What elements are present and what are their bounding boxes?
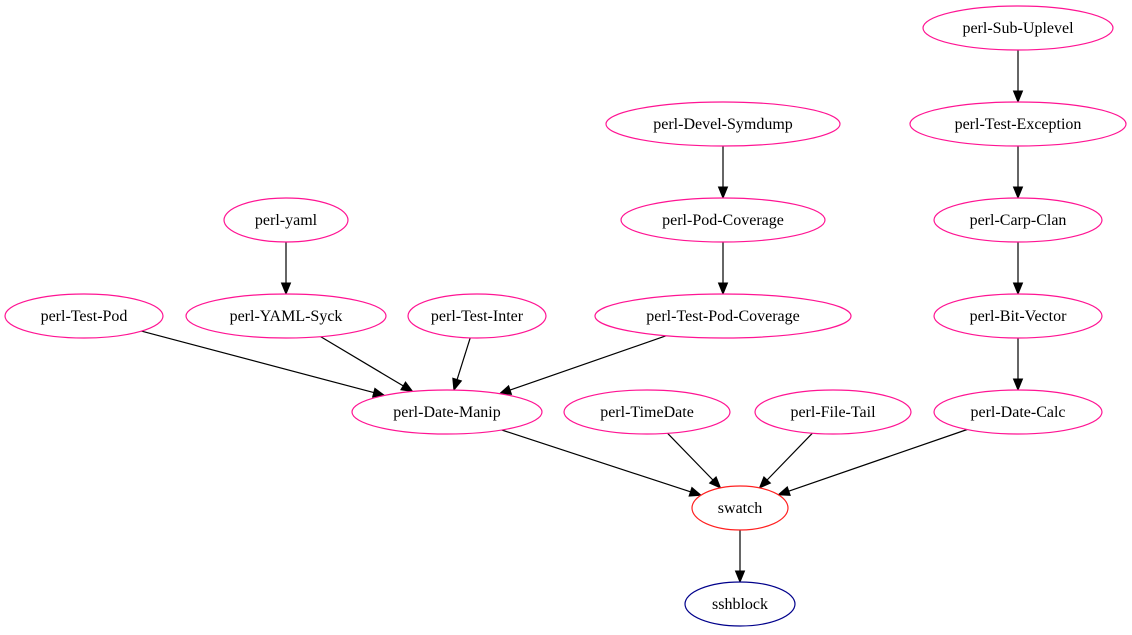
arrowhead — [1012, 90, 1024, 104]
node-label: perl-TimeDate — [600, 404, 694, 421]
arrowhead — [688, 486, 703, 497]
node-label: perl-Sub-Uplevel — [962, 20, 1074, 37]
arrowhead — [717, 186, 729, 200]
node-label: perl-Pod-Coverage — [662, 212, 784, 229]
node-ellipse — [563, 389, 731, 435]
edge-perl-timedate-to-swatch — [667, 432, 722, 489]
node-perl-test-exception: perl-Test-Exception — [909, 101, 1127, 147]
arrowhead — [1012, 378, 1024, 392]
node-label: perl-Test-Pod — [41, 308, 128, 325]
node-ellipse — [933, 293, 1103, 339]
node-ellipse — [754, 389, 912, 435]
edge-perl-yaml-to-perl-yaml-syck — [280, 242, 292, 296]
node-perl-timedate: perl-TimeDate — [563, 389, 731, 435]
node-ellipse — [933, 197, 1103, 243]
node-label: perl-Bit-Vector — [970, 308, 1068, 325]
arrowhead — [777, 486, 791, 496]
edge-line — [456, 337, 471, 380]
edge-perl-test-pod-coverage-to-perl-date-manip — [498, 335, 667, 395]
arrowhead — [708, 476, 722, 489]
edge-perl-yaml-syck-to-perl-date-manip — [320, 336, 414, 393]
node-label: perl-Test-Inter — [431, 308, 524, 325]
edge-perl-sub-uplevel-to-perl-test-exception — [1012, 50, 1024, 104]
node-label: perl-Test-Exception — [955, 116, 1082, 133]
edges-layer — [141, 50, 1024, 584]
node-label: perl-Test-Pod-Coverage — [646, 308, 800, 325]
node-label: perl-YAML-Syck — [230, 308, 343, 325]
nodes-layer: perl-Sub-Uplevel perl-Test-Exception perl-… — [4, 5, 1127, 627]
node-swatch: swatch — [691, 485, 789, 531]
edge-perl-bit-vector-to-perl-date-calc — [1012, 338, 1024, 392]
node-perl-date-calc: perl-Date-Calc — [933, 389, 1103, 435]
edge-line — [788, 428, 968, 492]
node-perl-test-pod-coverage: perl-Test-Pod-Coverage — [594, 293, 852, 339]
node-sshblock: sshblock — [684, 581, 796, 627]
arrowhead — [400, 381, 414, 393]
edge-line — [509, 335, 667, 391]
node-ellipse — [407, 293, 547, 339]
edge-line — [766, 432, 813, 481]
node-ellipse — [605, 101, 841, 147]
arrowhead — [498, 384, 513, 395]
node-perl-bit-vector: perl-Bit-Vector — [933, 293, 1103, 339]
node-label: sshblock — [712, 596, 768, 613]
edge-line — [141, 330, 374, 394]
node-perl-test-inter: perl-Test-Inter — [407, 293, 547, 339]
arrowhead — [717, 282, 729, 296]
edge-perl-date-calc-to-swatch — [777, 428, 968, 496]
node-ellipse — [909, 101, 1127, 147]
edge-line — [501, 429, 691, 493]
node-label: perl-Carp-Clan — [970, 212, 1067, 229]
arrowhead — [734, 570, 746, 584]
node-ellipse — [691, 485, 789, 531]
edge-perl-file-tail-to-swatch — [758, 432, 813, 489]
edge-line — [320, 336, 404, 387]
arrowhead — [1012, 186, 1024, 200]
arrowhead — [452, 377, 463, 392]
edge-line — [667, 432, 714, 481]
edge-perl-test-exception-to-perl-carp-clan — [1012, 146, 1024, 200]
edge-perl-date-manip-to-swatch — [501, 429, 703, 497]
node-ellipse — [620, 197, 826, 243]
arrowhead — [1012, 282, 1024, 296]
node-label: perl-yaml — [255, 212, 318, 229]
node-label: perl-Date-Calc — [970, 404, 1065, 421]
node-ellipse — [922, 5, 1114, 51]
edge-perl-carp-clan-to-perl-bit-vector — [1012, 242, 1024, 296]
node-perl-devel-symdump: perl-Devel-Symdump — [605, 101, 841, 147]
node-perl-file-tail: perl-File-Tail — [754, 389, 912, 435]
node-perl-yaml-syck: perl-YAML-Syck — [185, 293, 387, 339]
node-ellipse — [351, 389, 543, 435]
edge-perl-pod-coverage-to-perl-test-pod-coverage — [717, 242, 729, 296]
arrowhead — [758, 476, 772, 489]
node-perl-yaml: perl-yaml — [223, 197, 349, 243]
edge-perl-test-inter-to-perl-date-manip — [452, 337, 471, 392]
node-perl-carp-clan: perl-Carp-Clan — [933, 197, 1103, 243]
node-perl-pod-coverage: perl-Pod-Coverage — [620, 197, 826, 243]
node-perl-date-manip: perl-Date-Manip — [351, 389, 543, 435]
edge-perl-devel-symdump-to-perl-pod-coverage — [717, 146, 729, 200]
edge-swatch-to-sshblock — [734, 530, 746, 584]
node-ellipse — [185, 293, 387, 339]
node-label: perl-Date-Manip — [393, 404, 501, 421]
node-ellipse — [223, 197, 349, 243]
edge-perl-test-pod-to-perl-date-manip — [141, 330, 386, 398]
node-label: perl-Devel-Symdump — [653, 116, 793, 133]
node-ellipse — [933, 389, 1103, 435]
node-perl-test-pod: perl-Test-Pod — [4, 293, 164, 339]
node-ellipse — [684, 581, 796, 627]
node-perl-sub-uplevel: perl-Sub-Uplevel — [922, 5, 1114, 51]
node-ellipse — [4, 293, 164, 339]
node-ellipse — [594, 293, 852, 339]
node-label: perl-File-Tail — [790, 404, 876, 421]
arrowhead — [280, 282, 292, 296]
node-label: swatch — [718, 500, 762, 517]
